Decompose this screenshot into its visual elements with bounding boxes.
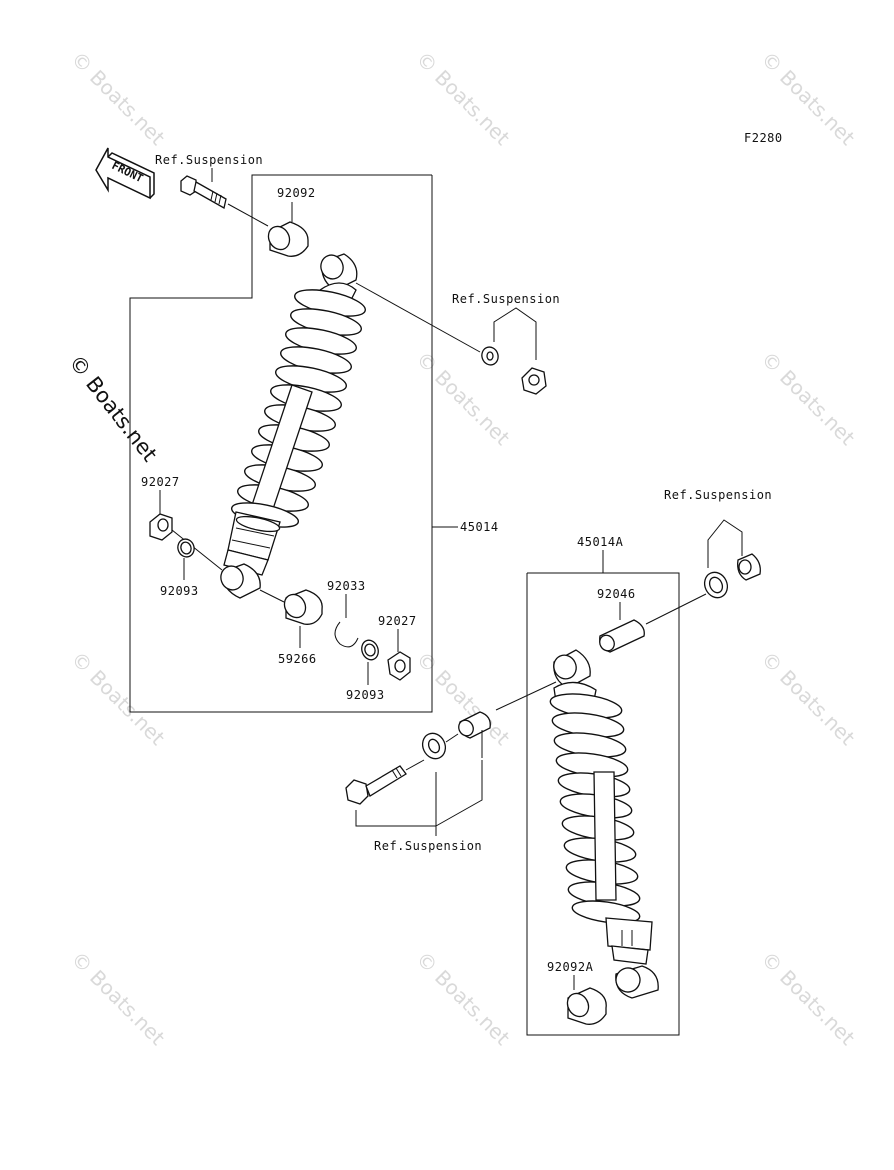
leader-left-axis bbox=[171, 529, 223, 571]
nut-ref-mid-icon bbox=[521, 367, 547, 395]
nut-92027-left-icon bbox=[149, 513, 173, 541]
leader-lower-axis bbox=[259, 589, 285, 603]
part-92092-label: 92092 bbox=[277, 186, 316, 200]
leader-ref-mid bbox=[493, 307, 537, 360]
watermark: © Boats.net bbox=[66, 647, 169, 750]
washer-ref-right-icon bbox=[703, 571, 729, 599]
watermark: © Boats.net bbox=[66, 47, 169, 150]
bracket-45014 bbox=[129, 174, 433, 713]
watermark: © Boats.net bbox=[756, 347, 859, 450]
ref-suspension-label-right: Ref.Suspension bbox=[664, 488, 772, 502]
leader-ref-right bbox=[707, 519, 743, 568]
left-shock-body-icon bbox=[223, 511, 281, 576]
part-92046-label: 92046 bbox=[597, 587, 636, 601]
right-shock-top-eye-icon bbox=[553, 649, 597, 703]
washer-92093-left-icon bbox=[177, 538, 195, 558]
part-45014A-label: 45014A bbox=[577, 535, 624, 549]
part-45014-label: 45014 bbox=[460, 520, 499, 534]
watermark: © Boats.net bbox=[66, 947, 169, 1050]
ref-suspension-label-mid: Ref.Suspension bbox=[452, 292, 560, 306]
circlip-92033-icon bbox=[334, 621, 359, 648]
washer-lower-icon bbox=[421, 732, 447, 760]
washer-92093-right-icon bbox=[361, 639, 379, 661]
nut-92027-right-icon bbox=[387, 651, 411, 681]
leader-right-axis-upper bbox=[645, 593, 707, 625]
watermark-dark: © Boats.net bbox=[64, 350, 162, 466]
top-bolt-icon bbox=[180, 175, 227, 209]
leader-lower-bolt-axis bbox=[405, 759, 425, 771]
shock-top-eye-icon bbox=[319, 253, 358, 301]
right-shock-body-icon bbox=[605, 917, 653, 965]
leader-bolt-axis bbox=[227, 203, 269, 227]
part-92093-left-label: 92093 bbox=[160, 584, 199, 598]
right-shock-bottom-eye-icon bbox=[615, 965, 659, 999]
part-92092A-label: 92092A bbox=[547, 960, 594, 974]
ref-suspension-label-bottom: Ref.Suspension bbox=[374, 839, 482, 853]
part-59266-label: 59266 bbox=[278, 652, 317, 666]
front-arrow-icon: FRONT bbox=[95, 147, 155, 200]
watermark: © Boats.net bbox=[411, 347, 514, 450]
nut-ref-right-icon bbox=[737, 553, 761, 581]
leader-right-axis-mid bbox=[495, 681, 557, 711]
spacer-lower-icon bbox=[458, 711, 491, 739]
right-shock-spring-icon bbox=[549, 693, 641, 924]
watermark: © Boats.net bbox=[411, 47, 514, 150]
bracket-45014A bbox=[526, 572, 680, 1036]
collar-92092-icon bbox=[267, 221, 309, 257]
part-92033-label: 92033 bbox=[327, 579, 366, 593]
ref-suspension-label-top: Ref.Suspension bbox=[155, 153, 263, 167]
lower-bolt-icon bbox=[345, 765, 407, 805]
left-shock-spring-icon bbox=[230, 289, 366, 528]
shock-bottom-eye-icon bbox=[220, 563, 261, 599]
watermark: © Boats.net bbox=[411, 947, 514, 1050]
leader-ref-bottom-left bbox=[355, 772, 437, 827]
diagram-code: F2280 bbox=[744, 131, 783, 145]
watermark: © Boats.net bbox=[756, 947, 859, 1050]
leader-lower-axis bbox=[445, 733, 459, 743]
watermark: © Boats.net bbox=[756, 647, 859, 750]
washer-ref-mid-icon bbox=[481, 346, 499, 366]
leader-upper-axis bbox=[355, 282, 481, 353]
collar-92046-icon bbox=[599, 619, 645, 653]
collar-59266-icon bbox=[283, 589, 323, 625]
part-92027-right-label: 92027 bbox=[378, 614, 417, 628]
leader-ref-bottom-right bbox=[435, 760, 483, 827]
part-92093-right-label: 92093 bbox=[346, 688, 385, 702]
part-92027-left-label: 92027 bbox=[141, 475, 180, 489]
collar-92092A-icon bbox=[566, 987, 607, 1025]
